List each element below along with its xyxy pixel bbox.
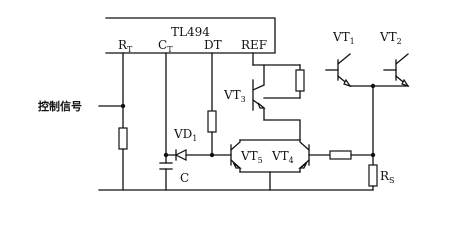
diode-triangle bbox=[174, 149, 187, 161]
rt-branch bbox=[118, 52, 128, 191]
vt2-label: VT2 bbox=[379, 30, 402, 46]
emitter-arrow bbox=[401, 78, 410, 88]
series-resistor bbox=[329, 150, 352, 160]
dt-branch bbox=[207, 52, 232, 158]
sense-resistor bbox=[368, 164, 378, 187]
vt3-label: VT3 bbox=[223, 88, 246, 104]
emitter-arrow bbox=[257, 102, 266, 109]
dt-resistor bbox=[207, 110, 217, 133]
junction-dot bbox=[120, 103, 126, 109]
pin-rt-label: RT bbox=[118, 38, 133, 54]
rt-resistor bbox=[118, 127, 128, 150]
emitter-arrow bbox=[298, 162, 308, 169]
pin-dt-label: DT bbox=[204, 38, 222, 52]
pin-ct-label: CT bbox=[158, 38, 173, 54]
series-resistor-branch bbox=[329, 150, 376, 160]
transistor-vt2 bbox=[383, 53, 410, 88]
capacitor-label: C bbox=[180, 171, 189, 185]
junction-dot bbox=[370, 83, 376, 89]
sense-resistor-branch bbox=[368, 84, 378, 191]
pin-ref-label: REF bbox=[241, 38, 267, 52]
transistor-vt4 bbox=[298, 139, 331, 173]
transistor-vt3 bbox=[252, 64, 301, 141]
control-signal-label: 控制信号 bbox=[38, 99, 82, 113]
ref-branch bbox=[252, 52, 305, 99]
diode-label: VD1 bbox=[173, 127, 197, 143]
diode-vd1 bbox=[165, 149, 213, 161]
transistor-vt1 bbox=[325, 53, 352, 88]
vt5-label: VT5 bbox=[240, 149, 263, 165]
junction-dot bbox=[209, 152, 215, 158]
rs-label: RS bbox=[380, 169, 395, 185]
chip-label: TL494 bbox=[171, 25, 210, 39]
emitter-arrow bbox=[343, 78, 352, 88]
vt1-label: VT1 bbox=[332, 30, 355, 46]
transistor-vt5 bbox=[230, 139, 242, 173]
ref-resistor bbox=[295, 69, 305, 92]
emitter-arrow bbox=[232, 162, 242, 169]
tl494-chip: TL494 bbox=[105, 17, 276, 54]
vt4-label: VT4 bbox=[271, 149, 294, 165]
ct-branch bbox=[159, 52, 173, 191]
